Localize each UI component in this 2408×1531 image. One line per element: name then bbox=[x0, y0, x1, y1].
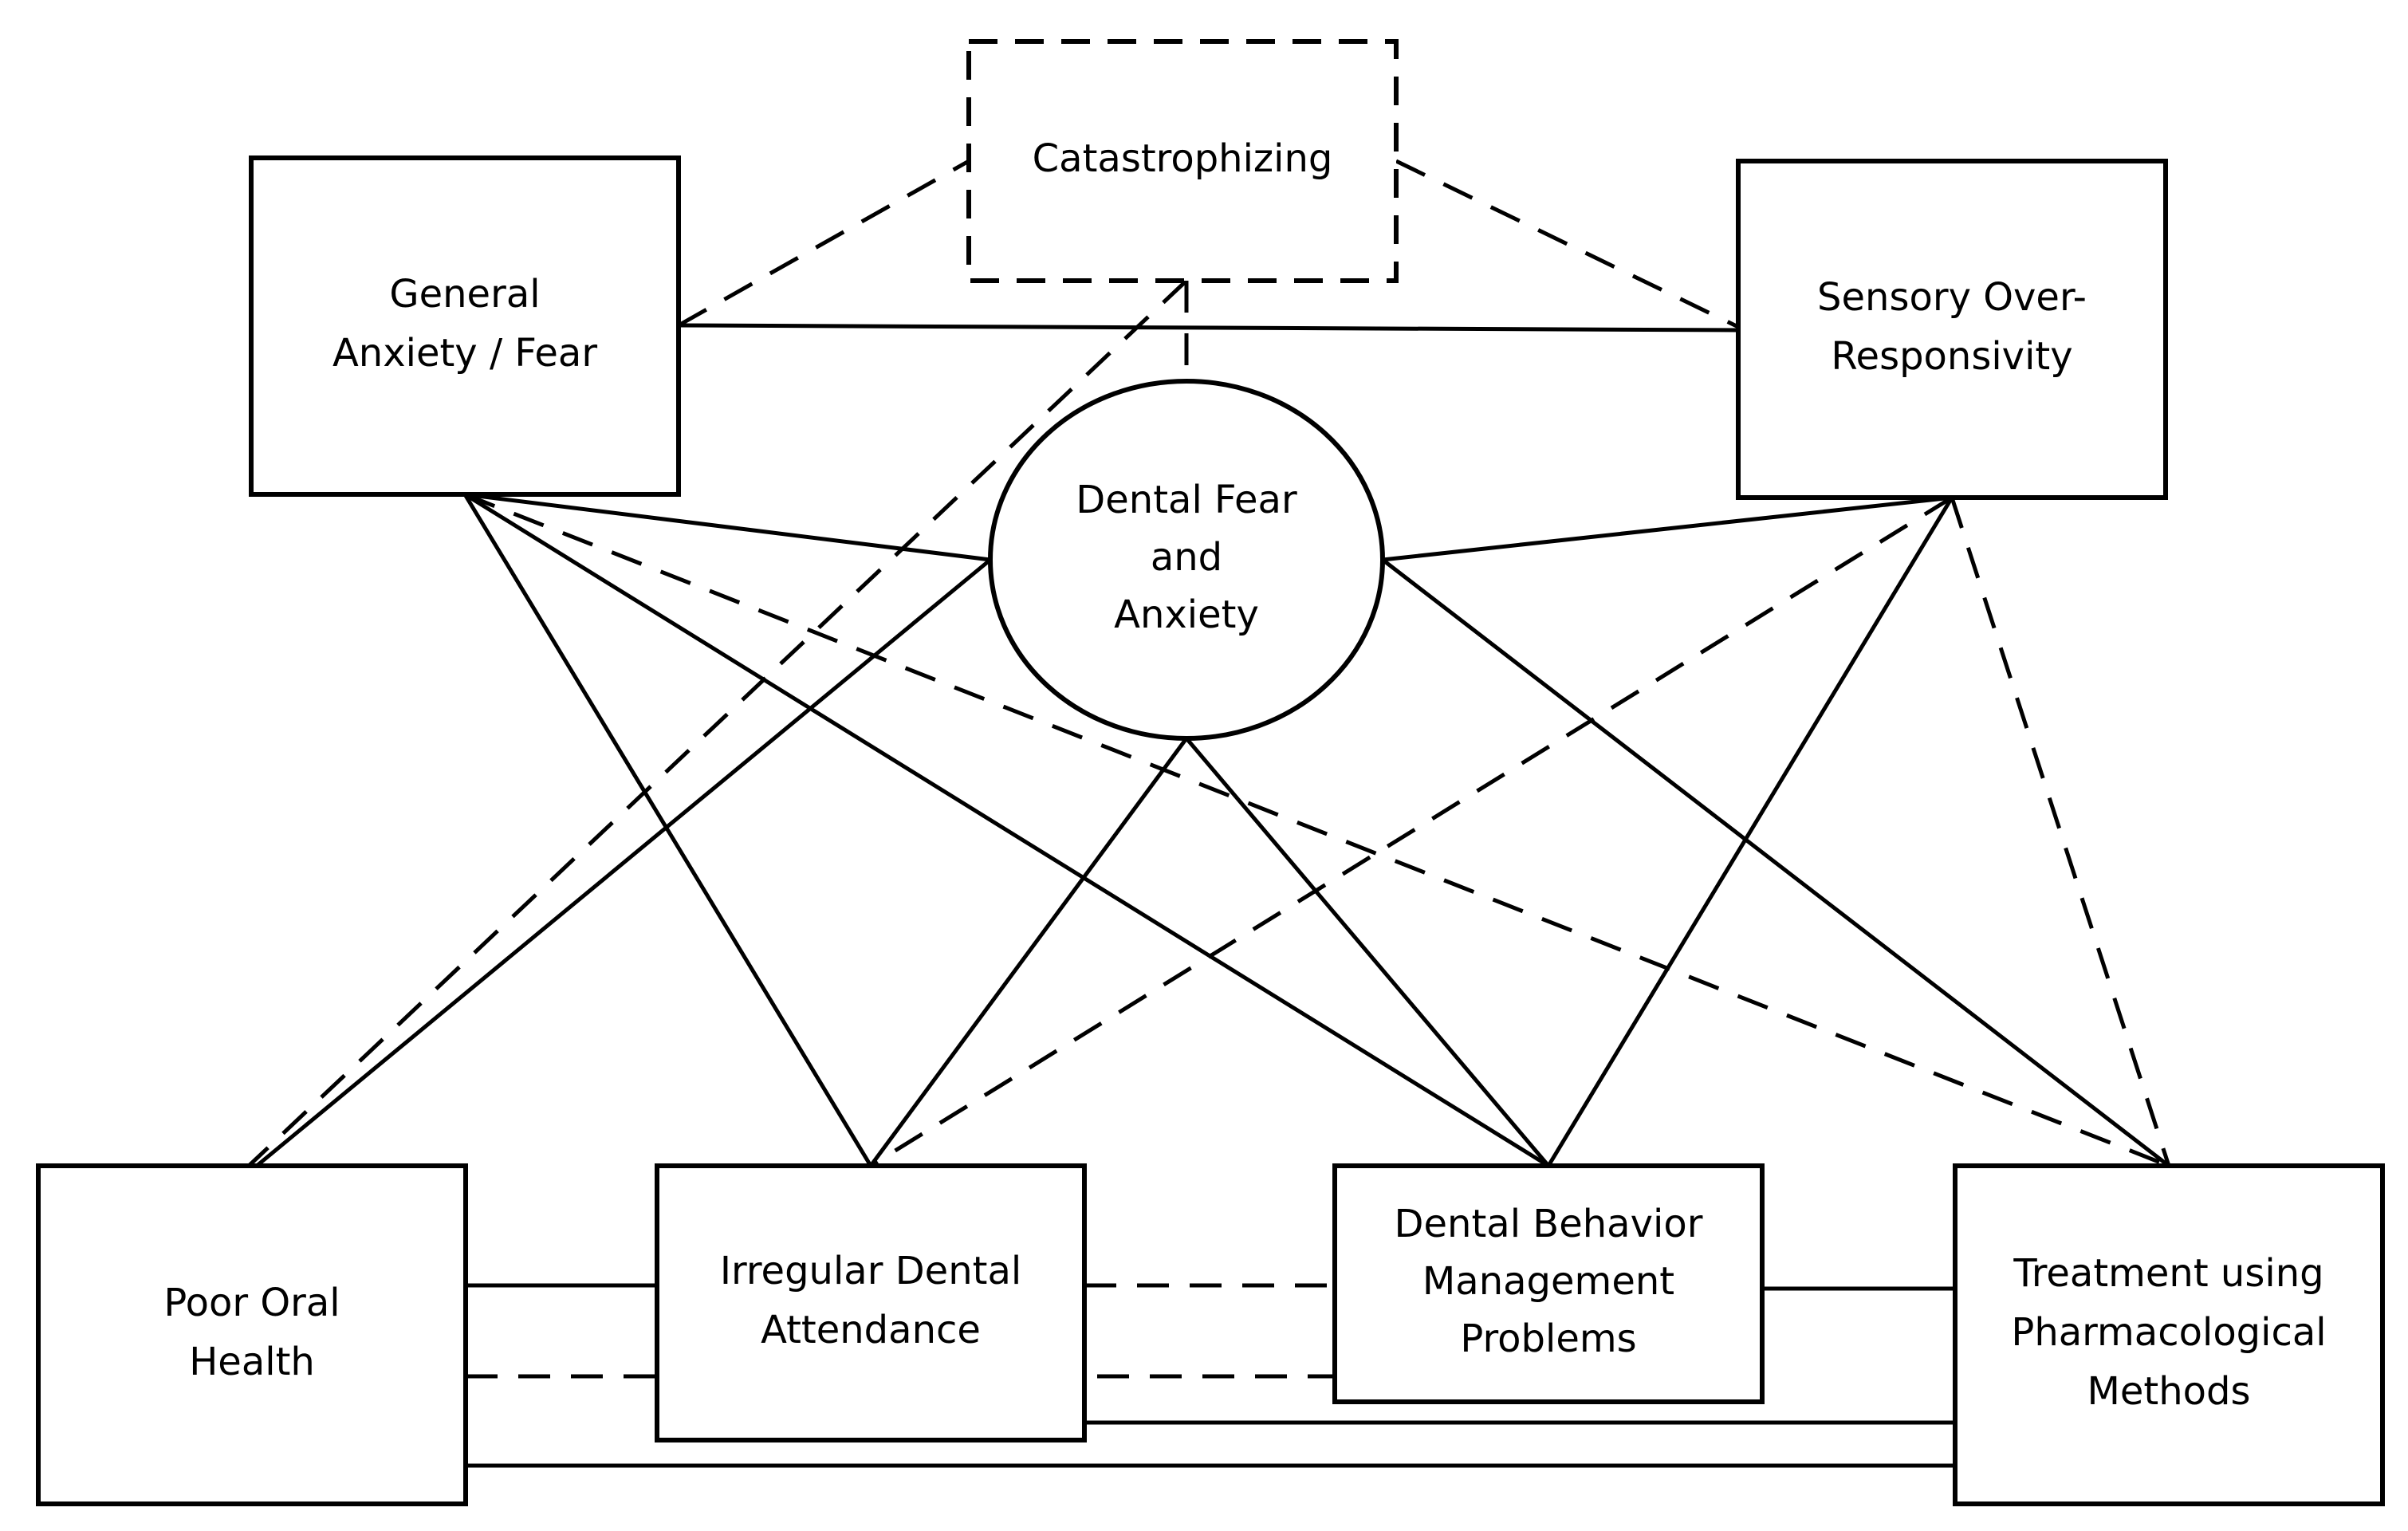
edge-sensory-to-dental-fear bbox=[1382, 495, 1953, 562]
node-irregular-shape bbox=[655, 1163, 1087, 1442]
node-pharma-label-line-3: Methods bbox=[2087, 1369, 2250, 1414]
node-pharma-label-line-2: Pharmacological bbox=[2011, 1310, 2326, 1355]
node-pharma-shape bbox=[1953, 1163, 2385, 1506]
edge-general-anxiety-to-dbmp bbox=[463, 492, 1550, 1168]
node-dental-fear-label-line-2: and bbox=[1151, 535, 1222, 580]
node-dbmp-shape bbox=[1332, 1163, 1765, 1404]
edge-catastrophizing-to-poor-oral bbox=[247, 279, 1188, 1167]
edges-layer bbox=[247, 159, 2171, 1468]
node-poor-oral-label-line-2: Health bbox=[189, 1340, 315, 1384]
node-sensory-label-line-1: Sensory Over- bbox=[1817, 275, 2087, 320]
node-sensory: Sensory Over- Responsivity bbox=[1736, 159, 2168, 500]
edge-dental-fear-to-irregular bbox=[868, 737, 1189, 1167]
edge-sensory-to-pharma bbox=[1950, 497, 2171, 1167]
node-catastrophizing-shape bbox=[966, 39, 1399, 283]
node-sensory-shape bbox=[1736, 159, 2168, 500]
edge-sensory-to-dbmp bbox=[1546, 496, 1954, 1167]
node-general-anxiety-shape bbox=[249, 155, 681, 497]
node-sensory-label-line-2: Responsivity bbox=[1831, 334, 2072, 379]
node-pharma-label-line-1: Treatment using bbox=[2013, 1251, 2323, 1296]
edge-general-anxiety-to-dental-fear bbox=[464, 492, 991, 562]
edge-dental-fear-to-dbmp bbox=[1185, 737, 1550, 1167]
node-poor-oral-shape bbox=[36, 1163, 468, 1506]
node-poor-oral-label-line-1: Poor Oral bbox=[163, 1281, 340, 1325]
node-catastrophizing-label-line-1: Catastrophizing bbox=[1033, 136, 1333, 181]
edge-general-anxiety-to-irregular bbox=[462, 493, 873, 1167]
edge-general-anxiety-to-catastrophizing bbox=[677, 159, 970, 328]
node-general-anxiety-label-line-2: Anxiety / Fear bbox=[332, 331, 597, 376]
node-dbmp-label-line-1: Dental Behavior bbox=[1395, 1202, 1703, 1246]
node-dbmp-label-line-3: Problems bbox=[1460, 1317, 1636, 1361]
node-dbmp-label-line-2: Management bbox=[1422, 1259, 1674, 1304]
node-general-anxiety-label-line-1: General bbox=[389, 272, 540, 317]
edge-general-anxiety-to-sensory bbox=[678, 323, 1739, 333]
edge-dental-fear-to-poor-oral bbox=[255, 558, 992, 1167]
node-dental-fear-label-line-1: Dental Fear bbox=[1076, 478, 1297, 522]
node-dental-fear-label-line-3: Anxiety bbox=[1114, 592, 1259, 637]
node-catastrophizing: Catastrophizing bbox=[966, 39, 1399, 283]
edge-catastrophizing-to-sensory bbox=[1395, 159, 1740, 329]
node-irregular-label-line-1: Irregular Dental bbox=[720, 1249, 1021, 1293]
node-irregular-label-line-2: Attendance bbox=[761, 1308, 981, 1352]
edge-general-anxiety-to-pharma bbox=[464, 492, 2170, 1168]
edge-dental-fear-to-pharma bbox=[1381, 558, 2170, 1167]
node-dental-fear-shape bbox=[988, 379, 1385, 741]
edge-sensory-to-irregular bbox=[869, 495, 1954, 1168]
